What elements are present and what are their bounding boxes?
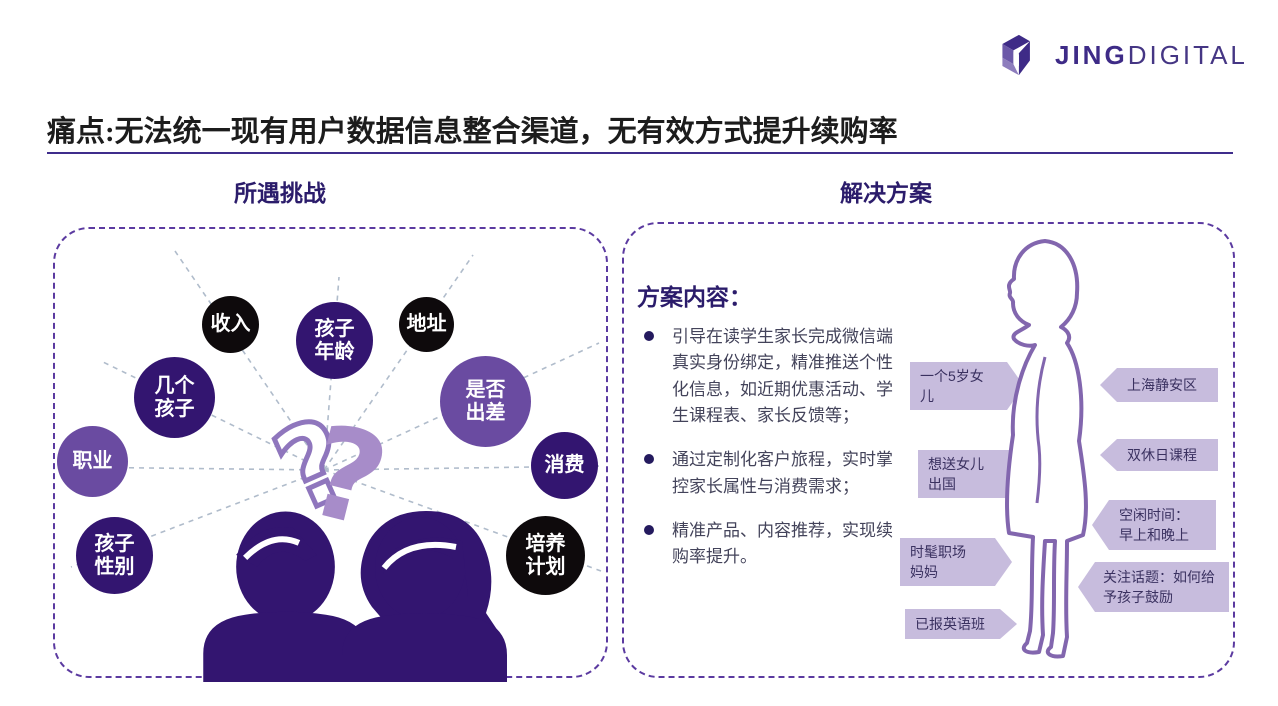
bullet-text: 精准产品、内容推荐，实现续购率提升。 [672, 521, 893, 567]
callout-text: 双休日课程 [1127, 446, 1197, 463]
attribute-circle-number-of-children: 几个孩子 [134, 357, 215, 438]
circle-label: 地址 [406, 313, 447, 335]
attribute-circle-training-plan: 培养计划 [506, 516, 585, 595]
callout-text: 已报英语班 [915, 615, 985, 632]
solution-bullet-list: 引导在读学生家长完成微信端真实身份绑定，精准推送个性化信息，如近期优惠活动、学生… [640, 324, 906, 589]
circle-label: 是否出差 [465, 378, 506, 424]
jingdigital-logo-icon [1002, 34, 1030, 76]
attribute-circle-consumption: 消费 [531, 432, 598, 499]
circle-label: 收入 [210, 313, 251, 335]
solution-panel: 方案内容： 引导在读学生家长完成微信端真实身份绑定，精准推送个性化信息，如近期优… [622, 222, 1235, 678]
jingdigital-logo: JINGDIGITAL [995, 33, 1248, 77]
circle-label: 培养计划 [525, 532, 566, 578]
circle-label: 孩子年龄 [314, 317, 355, 363]
bullet-text: 引导在读学生家长完成微信端真实身份绑定，精准推送个性化信息，如近期优惠活动、学生… [672, 327, 893, 426]
attribute-circle-address: 地址 [399, 297, 454, 352]
woman-silhouette-icon [342, 511, 507, 682]
persona-callout-weekend-course: 双休日课程 [1100, 439, 1218, 471]
solution-bullet: 引导在读学生家长完成微信端真实身份绑定，精准推送个性化信息，如近期优惠活动、学生… [640, 324, 906, 429]
callout-text: 上海静安区 [1127, 376, 1197, 393]
mother-figure-outline [1004, 239, 1088, 659]
persona-callout-daughter: 一个5岁女儿 [910, 362, 1024, 410]
bullet-text: 通过定制化客户旅程，实时掌控家长属性与消费需求； [672, 450, 893, 496]
challenges-section-title: 所遇挑战 [234, 180, 326, 206]
logo-text-digital: DIGITAL [1127, 39, 1248, 70]
circle-label: 消费 [544, 454, 585, 476]
challenges-panel: 收入 孩子年龄 地址 几个孩子 是否出差 职业 消费 孩子性别 培养计划 ? ? [53, 227, 608, 682]
solution-section-title: 解决方案 [840, 180, 932, 206]
callout-text: 时髦职场妈妈 [910, 543, 966, 580]
attribute-circle-child-gender: 孩子性别 [76, 517, 153, 594]
attribute-circle-occupation: 职业 [57, 426, 128, 497]
solution-bullet: 精准产品、内容推荐，实现续购率提升。 [640, 518, 906, 571]
logo-text-jing: JING [1055, 39, 1128, 70]
circle-label: 几个孩子 [154, 374, 195, 420]
bullet-dot-icon [644, 454, 654, 465]
bullet-dot-icon [644, 525, 654, 536]
callout-text: 想送女儿出国 [928, 455, 984, 492]
callout-text: 空闲时间：早上和晚上 [1119, 506, 1189, 543]
persona-callout-free-time: 空闲时间：早上和晚上 [1092, 500, 1216, 550]
persona-callout-working-mom: 时髦职场妈妈 [900, 538, 1012, 586]
logo-wordmark: JINGDIGITAL [1055, 40, 1248, 71]
page-title: 痛点:无法统一现有用户数据信息整合渠道，无有效方式提升续购率 [47, 116, 898, 148]
attribute-circle-child-age: 孩子年龄 [296, 302, 373, 379]
persona-callout-topic: 关注话题：如何给予孩子鼓励 [1078, 562, 1229, 612]
persona-callout-district: 上海静安区 [1100, 368, 1218, 402]
attribute-circle-income: 收入 [202, 296, 259, 353]
bullet-dot-icon [644, 331, 654, 341]
callout-text: 关注话题：如何给予孩子鼓励 [1103, 568, 1215, 605]
circle-label: 职业 [72, 450, 113, 472]
man-silhouette-icon [203, 511, 368, 682]
solution-content-title: 方案内容： [637, 284, 752, 310]
callout-text: 一个5岁女儿 [920, 367, 984, 404]
attribute-circle-business-travel: 是否出差 [440, 356, 531, 447]
title-divider [47, 152, 1233, 154]
solution-bullet: 通过定制化客户旅程，实时掌控家长属性与消费需求； [640, 447, 906, 500]
circle-label: 孩子性别 [94, 532, 135, 578]
persona-callout-english-class: 已报英语班 [905, 609, 1017, 639]
